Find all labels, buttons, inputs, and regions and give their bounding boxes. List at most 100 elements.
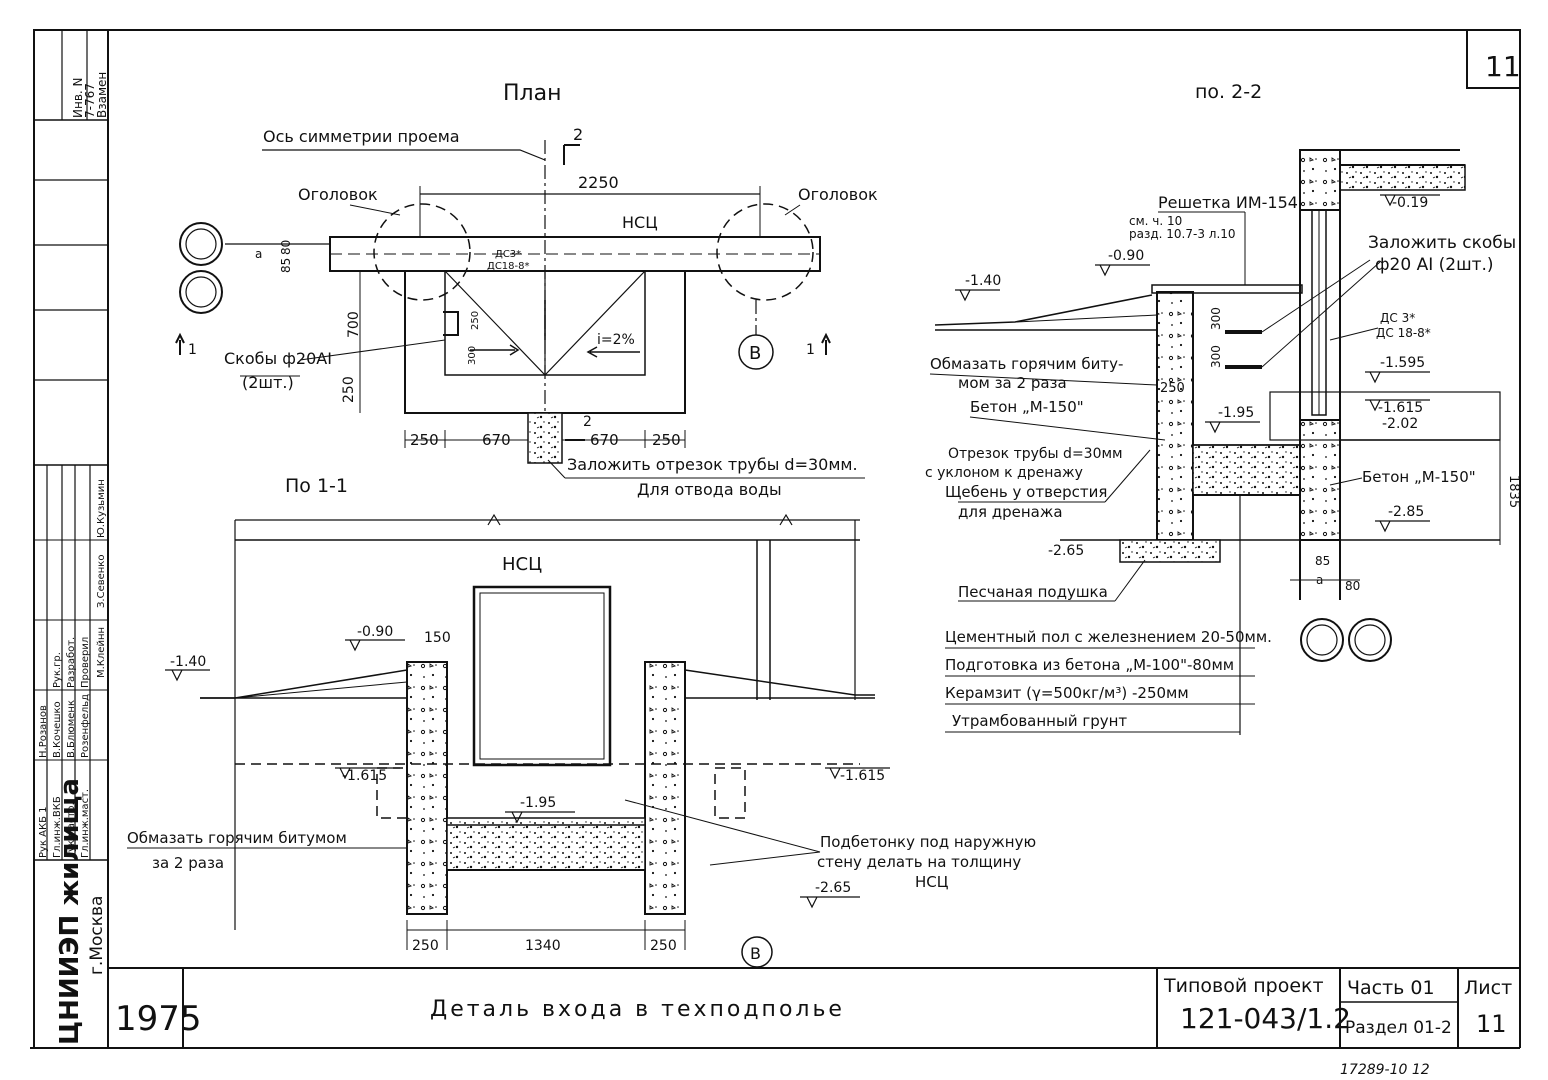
plan-dim-300: 300 [467,346,478,365]
plan-dim-b1: 250 [410,431,439,449]
inv-number: 7-767 [83,83,97,118]
sheet-label: Лист [1464,977,1512,999]
plan-view: План Ось симметрии проема 2 2250 НСЦ 80 … [175,81,878,499]
stamp-name-1: Ю.Кузьмин [96,479,107,538]
sec22-lvl-202: -2.02 [1382,416,1418,432]
sec22-concrete: Бетон „М-150" [970,398,1084,416]
sec22-sand: Песчаная подушка [958,583,1108,601]
plan-dim-250-s: 250 [470,311,481,330]
plan-axis-note: Ось симметрии проема [263,127,460,146]
stamp-role-7: В.Блюменк [66,700,77,758]
sec11-lvl-090: -0.90 [357,624,393,640]
plan-ds-1: ДС3* [495,249,521,260]
plan-section-mark: 2 [573,125,583,144]
sec22-gravel-2: для дренажа [958,503,1063,521]
sec22-lvl-265: -2.65 [1048,543,1084,559]
drawing-year: 1975 [115,999,202,1039]
stamp-role-10: Розенфельд [80,694,91,758]
title-block [108,967,1520,1048]
plan-title: План [503,81,561,106]
section-label: Раздел 01-2 [1345,1018,1452,1038]
sec22-gravel-1: Щебень у отверстия [945,483,1107,501]
footer-code: 17289-10 12 [1340,1062,1430,1078]
plan-pipe-note-1: Заложить отрезок трубы d=30мм. [567,455,858,474]
plan-dim-700: 700 [346,311,362,338]
sec22-lvl-195: -1.95 [1218,405,1254,421]
sec22-dim-85: 85 [1315,554,1330,568]
sec11-lvl-265: -2.65 [815,880,851,896]
stamp-role-3: Гл.инж.ВКБ [52,796,63,858]
sec22-bitumen-1: Обмазать горячим биту- [930,355,1123,373]
plan-dim-80: 80 [279,240,293,255]
sec22-lvl-1615: -1.615 [1378,400,1423,416]
sec11-dim-b3: 250 [650,938,677,954]
sec22-bitumen-2: мом за 2 раза [958,374,1067,392]
sec22-brackets-1: Заложить скобы [1368,233,1516,253]
sec11-fill-note-1: Подбетонку под наружную [820,833,1036,851]
sec22-grate-1: Решетка ИМ-154 [1158,193,1298,212]
sec22-brackets-2: ф20 АI (2шт.) [1375,255,1494,275]
plan-nsc: НСЦ [622,213,658,232]
stamp-role-1: Рук АКБ 1 [38,806,49,858]
stamp-role-6: Рук.мастр. [66,802,77,858]
sec22-ds-2: ДС 18-8* [1376,326,1431,340]
stamp-role-2: Н.Розанов [38,705,49,758]
plan-axis-b: В [749,343,761,364]
stamp-role-5: Рук.гр. [52,652,63,688]
stamp-role-4: В.Кочешко [52,701,63,758]
plan-width-dim: 2250 [578,173,619,192]
sec22-dim-300a: 300 [1209,307,1223,330]
sec22-floor-1: Цементный пол с железнением 20-50мм. [945,628,1272,646]
sec11-nsc-top: НСЦ [502,554,542,575]
stamp-role-11: Проверил [80,637,91,688]
sec22-title: по. 2-2 [1195,81,1262,103]
sheet-frame [30,29,1521,1049]
sec22-concrete-r: Бетон „М-150" [1362,468,1476,486]
sec22-pipe-2: с уклоном к дренажу [925,465,1083,481]
sec22-grate-2: см. ч. 10 [1129,214,1182,228]
side-stamp [33,29,109,1049]
sec22-floor-2: Подготовка из бетона „М-100"-80мм [945,656,1234,674]
sec11-dim-b2: 1340 [525,938,561,954]
plan-sec-1-right: 1 [806,342,815,358]
part-label: Часть 01 [1347,977,1435,999]
project-number: 121-043/1.2 [1180,1002,1351,1035]
sec22-lvl-1595: -1.595 [1380,355,1425,371]
sec11-axis-b: В [750,944,761,963]
sec11-bitumen-1: Обмазать горячим битумом [127,829,347,847]
plan-dim-b4: 250 [652,431,681,449]
sec11-fill-note-2: стену делать на толщину [817,853,1021,871]
sec11-nsc-bottom: НСЦ [915,873,949,891]
plan-dim-250-v: 250 [341,376,357,403]
stamp-name-3: М.Клейнн [96,627,107,678]
sec22-pipe-1: Отрезок трубы d=30мм [948,446,1123,462]
sec11-lvl-140: -1.40 [170,654,206,670]
replace-label: Взамен [95,72,109,118]
section-2-2: по. 2-2 -0.19 Заложить [925,81,1521,735]
sheet-number: 11 [1476,1010,1507,1038]
sec22-grate-3: разд. 10.7-3 л.10 [1129,227,1236,241]
sec22-ds-1: ДС 3* [1380,311,1415,325]
sec22-floor-3: Керамзит (γ=500кг/м³) -250мм [945,684,1189,702]
stamp-role-8: Разработ. [66,637,77,688]
grid-symbol-right [1300,618,1392,662]
grid-symbol-left [179,222,223,314]
plan-dim-a: а [255,247,262,261]
plan-pipe-mark: 2 [583,414,592,430]
sec11-dim-150: 150 [424,630,451,646]
sec11-dim-b1: 250 [412,938,439,954]
sec22-lvl-285: -2.85 [1388,504,1424,520]
sec11-lvl-1615-l: -1.615 [342,768,387,784]
sec11-lvl-1615-r: -1.615 [840,768,885,784]
sec22-dim-1835: 1835 [1506,475,1521,508]
sec11-title: По 1-1 [285,475,348,497]
sec11-lvl-195: -1.95 [520,795,556,811]
inv-label: Инв. N [71,78,85,119]
plan-brackets-2: (2шт.) [242,373,294,392]
sec11-bitumen-2: за 2 раза [152,854,224,872]
plan-brackets-1: Скобы ф20АI [224,349,332,368]
plan-head-right: Оголовок [798,185,878,204]
sec22-lvl-019: -0.19 [1392,195,1428,211]
plan-slope: i=2% [597,332,635,348]
